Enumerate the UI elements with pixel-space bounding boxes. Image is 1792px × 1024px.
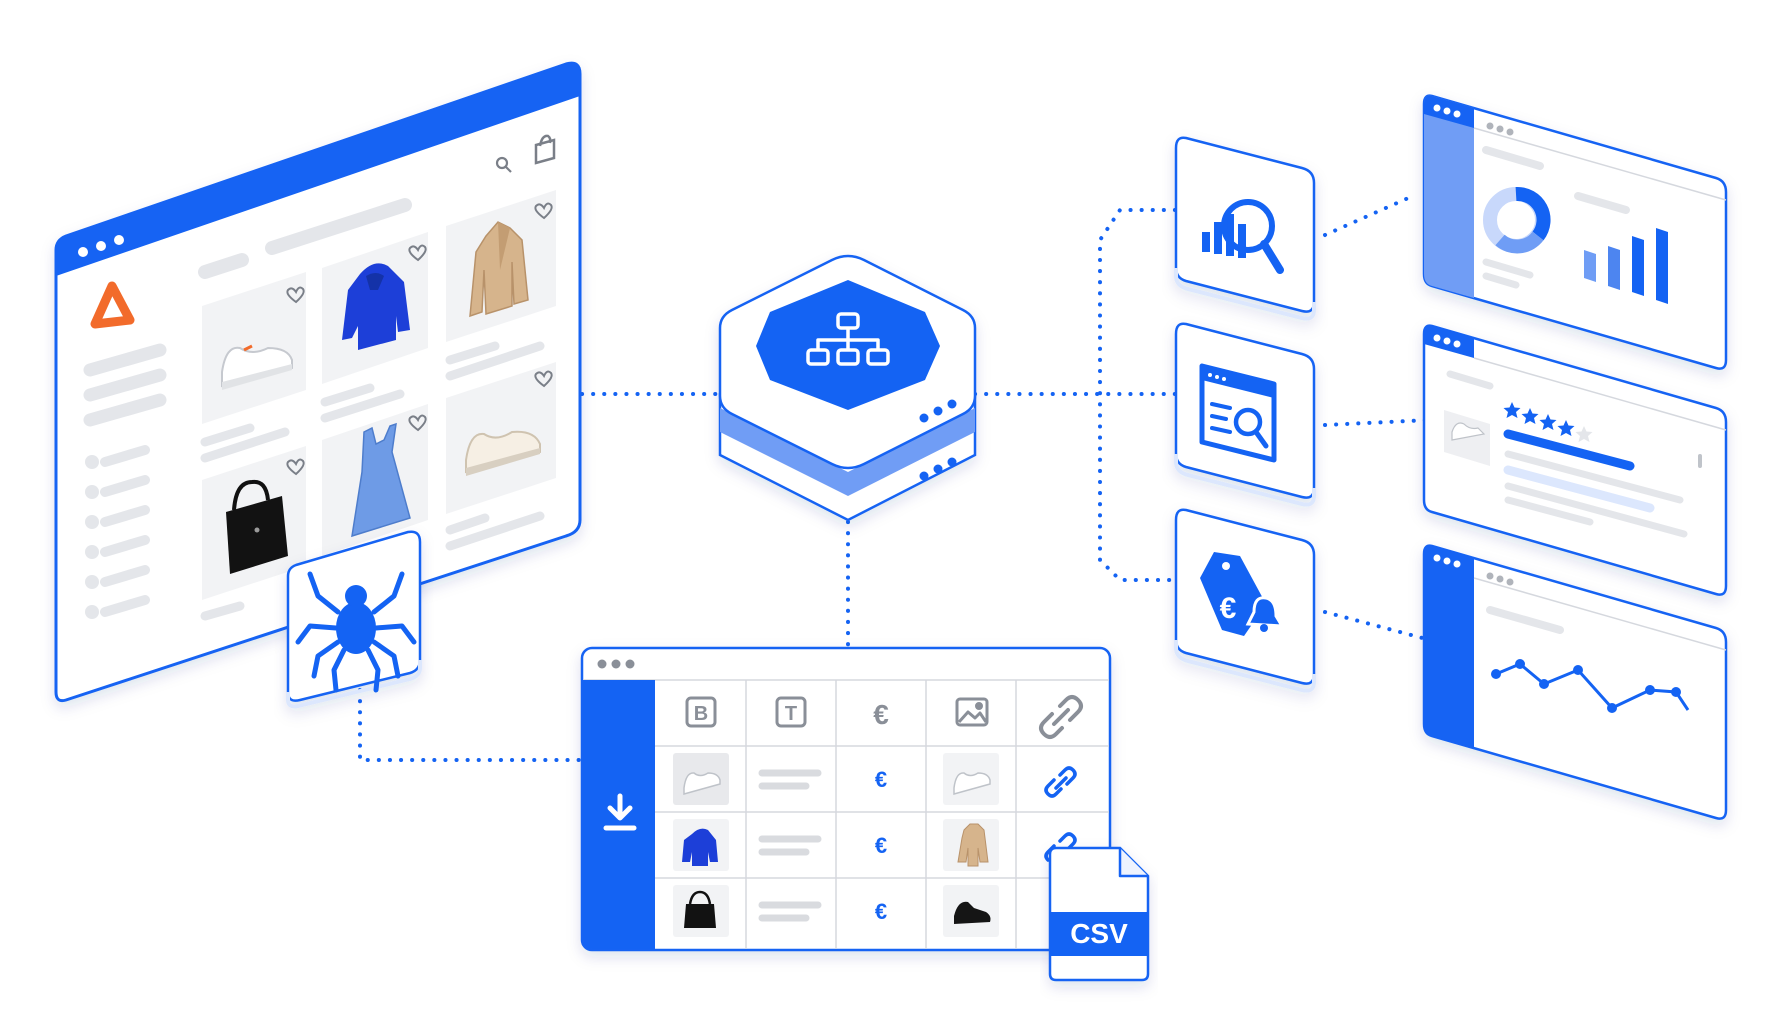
text-label: T [785,703,797,725]
price-tag-euro: € [1220,592,1237,625]
dashboard-analytics [1424,96,1726,369]
price-cell: € [875,767,887,792]
dashboard-price-trend [1424,546,1726,819]
spreadsheet-window [582,648,1110,950]
price-cell: € [875,899,887,924]
connector-service3-to-dash3 [1325,612,1430,640]
connector-service1-to-dash1 [1325,195,1415,235]
connector-spider-to-sheet [360,690,580,760]
dashboard-reviews [1424,326,1726,595]
bold-text-label: B [694,703,708,725]
service-tile-web-search[interactable] [1176,324,1314,505]
euro-icon: € [873,699,889,730]
window-dots-icon [598,660,635,669]
csv-label: CSV [1070,918,1128,949]
connector-service2-to-dash2 [1325,420,1430,425]
price-cell: € [875,833,887,858]
